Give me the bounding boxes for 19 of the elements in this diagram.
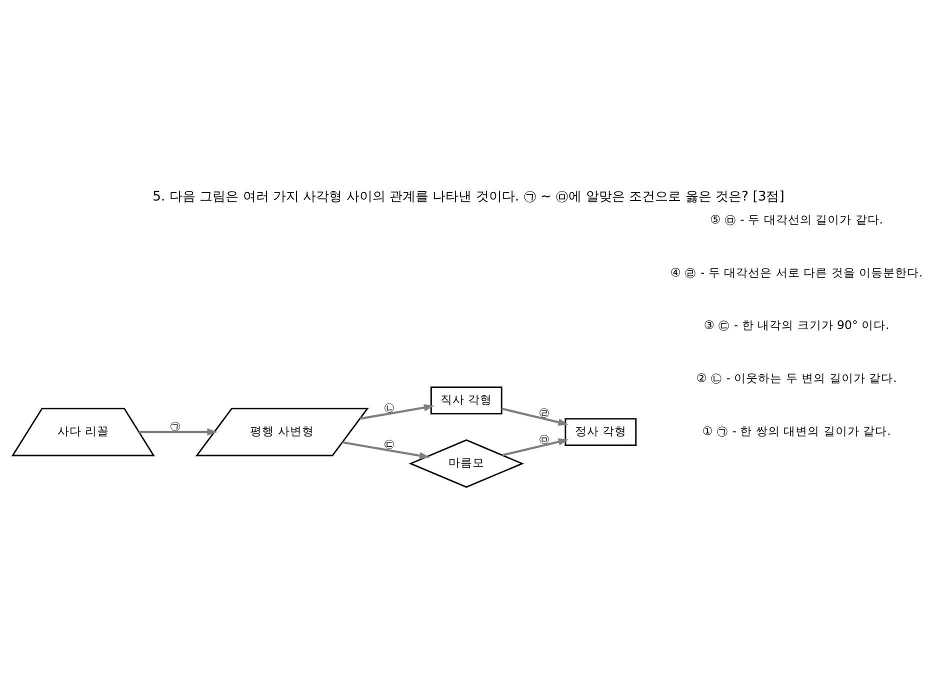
label: ② ㉡ - 이웃하는 두 변의 길이가 같다. — [696, 370, 896, 385]
node-box: 직사 각형 — [430, 386, 502, 414]
node-box: 정사 각형 — [564, 418, 636, 446]
edge-label: ㉢ — [383, 438, 394, 451]
arrow — [138, 428, 217, 436]
arrow — [359, 404, 434, 420]
edge-label: ㉠ — [170, 420, 180, 432]
node-diamond: 마름모 — [408, 439, 524, 488]
label: ④ ㉣ - 두 대각선은 서로 다른 것을 이등분한다. — [670, 265, 922, 280]
arrow — [342, 441, 430, 460]
arrow — [502, 438, 568, 456]
diagram-title: 5. 다음 그림은 여러 가지 사각형 사이의 관계를 나타낸 것이다. ㉠ ~ ㉤에 알맞은 조건으로 옳은 것은? [3점] — [152, 189, 784, 204]
edge-label: ㉤ — [538, 433, 548, 446]
label: ① ㉠ - 한 쌍의 대변의 길이가 같다. — [702, 424, 890, 438]
label: ③ ㉢ - 한 내각의 크기가 90° 이다. — [703, 318, 889, 332]
arrow — [500, 408, 568, 426]
edge-label: ㉣ — [538, 407, 548, 420]
edge-label: ㉡ — [383, 402, 394, 414]
label: ⑤ ㉤ - 두 대각선의 길이가 같다. — [710, 212, 883, 226]
